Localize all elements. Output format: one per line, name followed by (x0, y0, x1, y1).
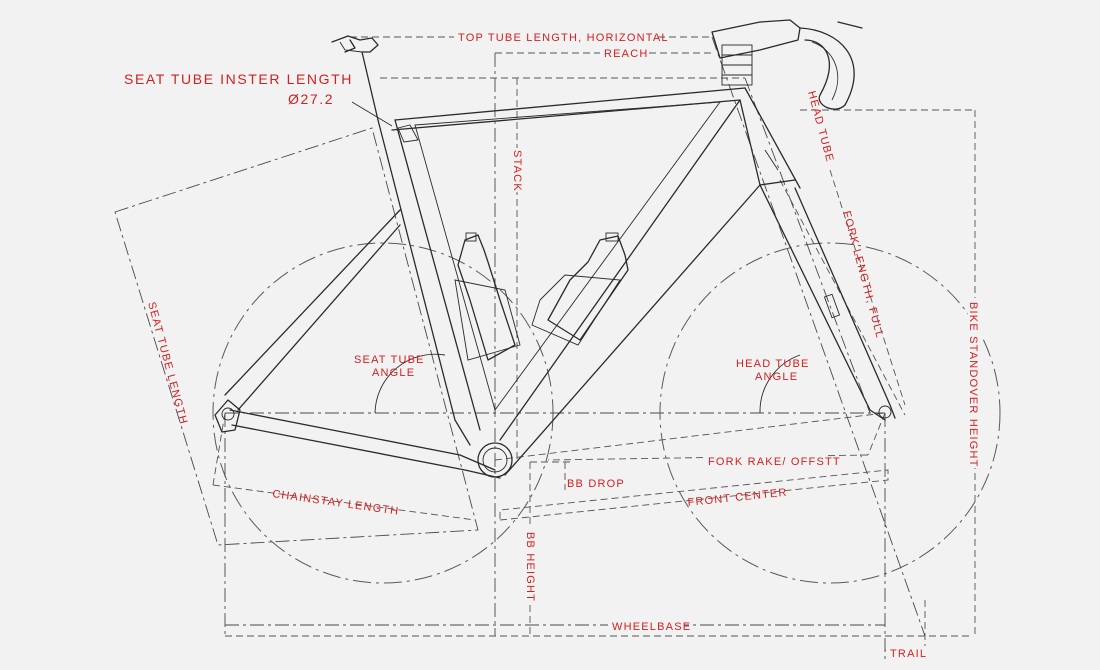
seat-tube-angle-label-1: SEAT TUBE (354, 354, 425, 366)
reach-label: REACH (604, 48, 649, 60)
stack-label: STACK (511, 150, 523, 192)
trail-label: TRAIL (890, 648, 927, 660)
top-tube-length-label: TOP TUBE LENGTH, HORIZONTAL (458, 32, 669, 44)
bb-height-label: BB HEIGHT (524, 532, 536, 602)
seat-tube-bottle (454, 232, 521, 361)
dimension-lines (114, 36, 976, 660)
bike-frame (214, 35, 896, 479)
fork-rake-label: FORK RAKE/ OFFSTT (708, 456, 841, 468)
chainstay-length-label: CHAINSTAY LENGTH (272, 488, 400, 518)
seat-tube-length-label: SEAT TUBE LENGTH (145, 301, 189, 427)
labels: TOP TUBE LENGTH, HORIZONTAL REACH SEAT T… (124, 30, 982, 660)
seat-tube-angle-label-2: ANGLE (372, 367, 415, 379)
wheelbase-label: WHEELBASE (612, 621, 691, 633)
down-tube-bottle (531, 232, 629, 346)
front-center-label: FRONT CENTER (687, 487, 788, 509)
seatpost-diameter-label: Ø27.2 (288, 91, 334, 107)
seat-tube-insert-length-label: SEAT TUBE INSTER LENGTH (124, 71, 353, 87)
bike-standover-height-label: BIKE STANDOVER HEIGHT (967, 302, 979, 468)
fork-length-label: FORK LENGTH, FULL (840, 210, 886, 340)
bb-drop-label: BB DROP (567, 478, 625, 490)
head-tube-angle-label-1: HEAD TUBE (736, 358, 810, 370)
head-tube-label: HEAD TUBE (805, 90, 836, 164)
head-tube-angle-label-2: ANGLE (755, 371, 798, 383)
handlebar-stem (711, 19, 863, 110)
